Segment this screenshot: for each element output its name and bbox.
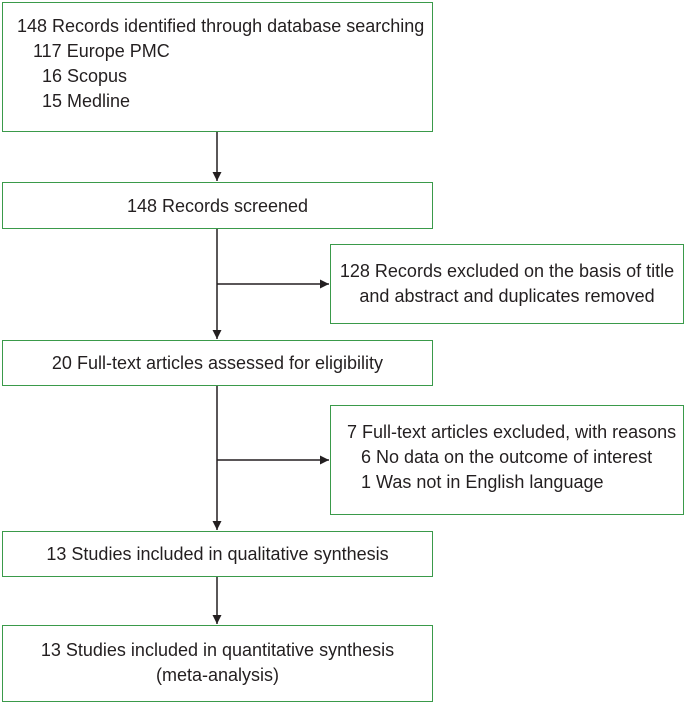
source-medline: 15 Medline: [42, 91, 131, 111]
quantitative-subtitle: (meta-analysis): [155, 665, 280, 685]
screening-exclusion-box: 128 Records excluded on the basis of tit…: [330, 244, 684, 324]
fulltext-exclusion-title: 7 Full-text articles excluded, with reas…: [347, 422, 677, 442]
quantitative-box: 13 Studies included in quantitative synt…: [2, 625, 433, 702]
qualitative-box: 13 Studies included in qualitative synth…: [2, 531, 433, 577]
quantitative-title: 13 Studies included in quantitative synt…: [40, 640, 395, 660]
screening-box: 148 Records screened: [2, 182, 433, 229]
exclusion-reason-language: 1 Was not in English language: [361, 472, 604, 492]
exclusion-reason-no-data: 6 No data on the outcome of interest: [361, 447, 653, 467]
source-scopus: 16 Scopus: [42, 66, 128, 86]
screening-title: 148 Records screened: [126, 196, 309, 216]
identification-box: 148 Records identified through database …: [2, 2, 433, 132]
eligibility-box: 20 Full-text articles assessed for eligi…: [2, 340, 433, 386]
fulltext-exclusion-box: 7 Full-text articles excluded, with reas…: [330, 405, 684, 515]
source-europe-pmc: 117 Europe PMC: [33, 41, 170, 61]
screening-exclusion-line-1: 128 Records excluded on the basis of tit…: [339, 261, 675, 281]
identification-title: 148 Records identified through database …: [17, 16, 425, 36]
eligibility-title: 20 Full-text articles assessed for eligi…: [51, 353, 384, 373]
qualitative-title: 13 Studies included in qualitative synth…: [46, 544, 389, 564]
screening-exclusion-line-2: and abstract and duplicates removed: [359, 286, 655, 306]
